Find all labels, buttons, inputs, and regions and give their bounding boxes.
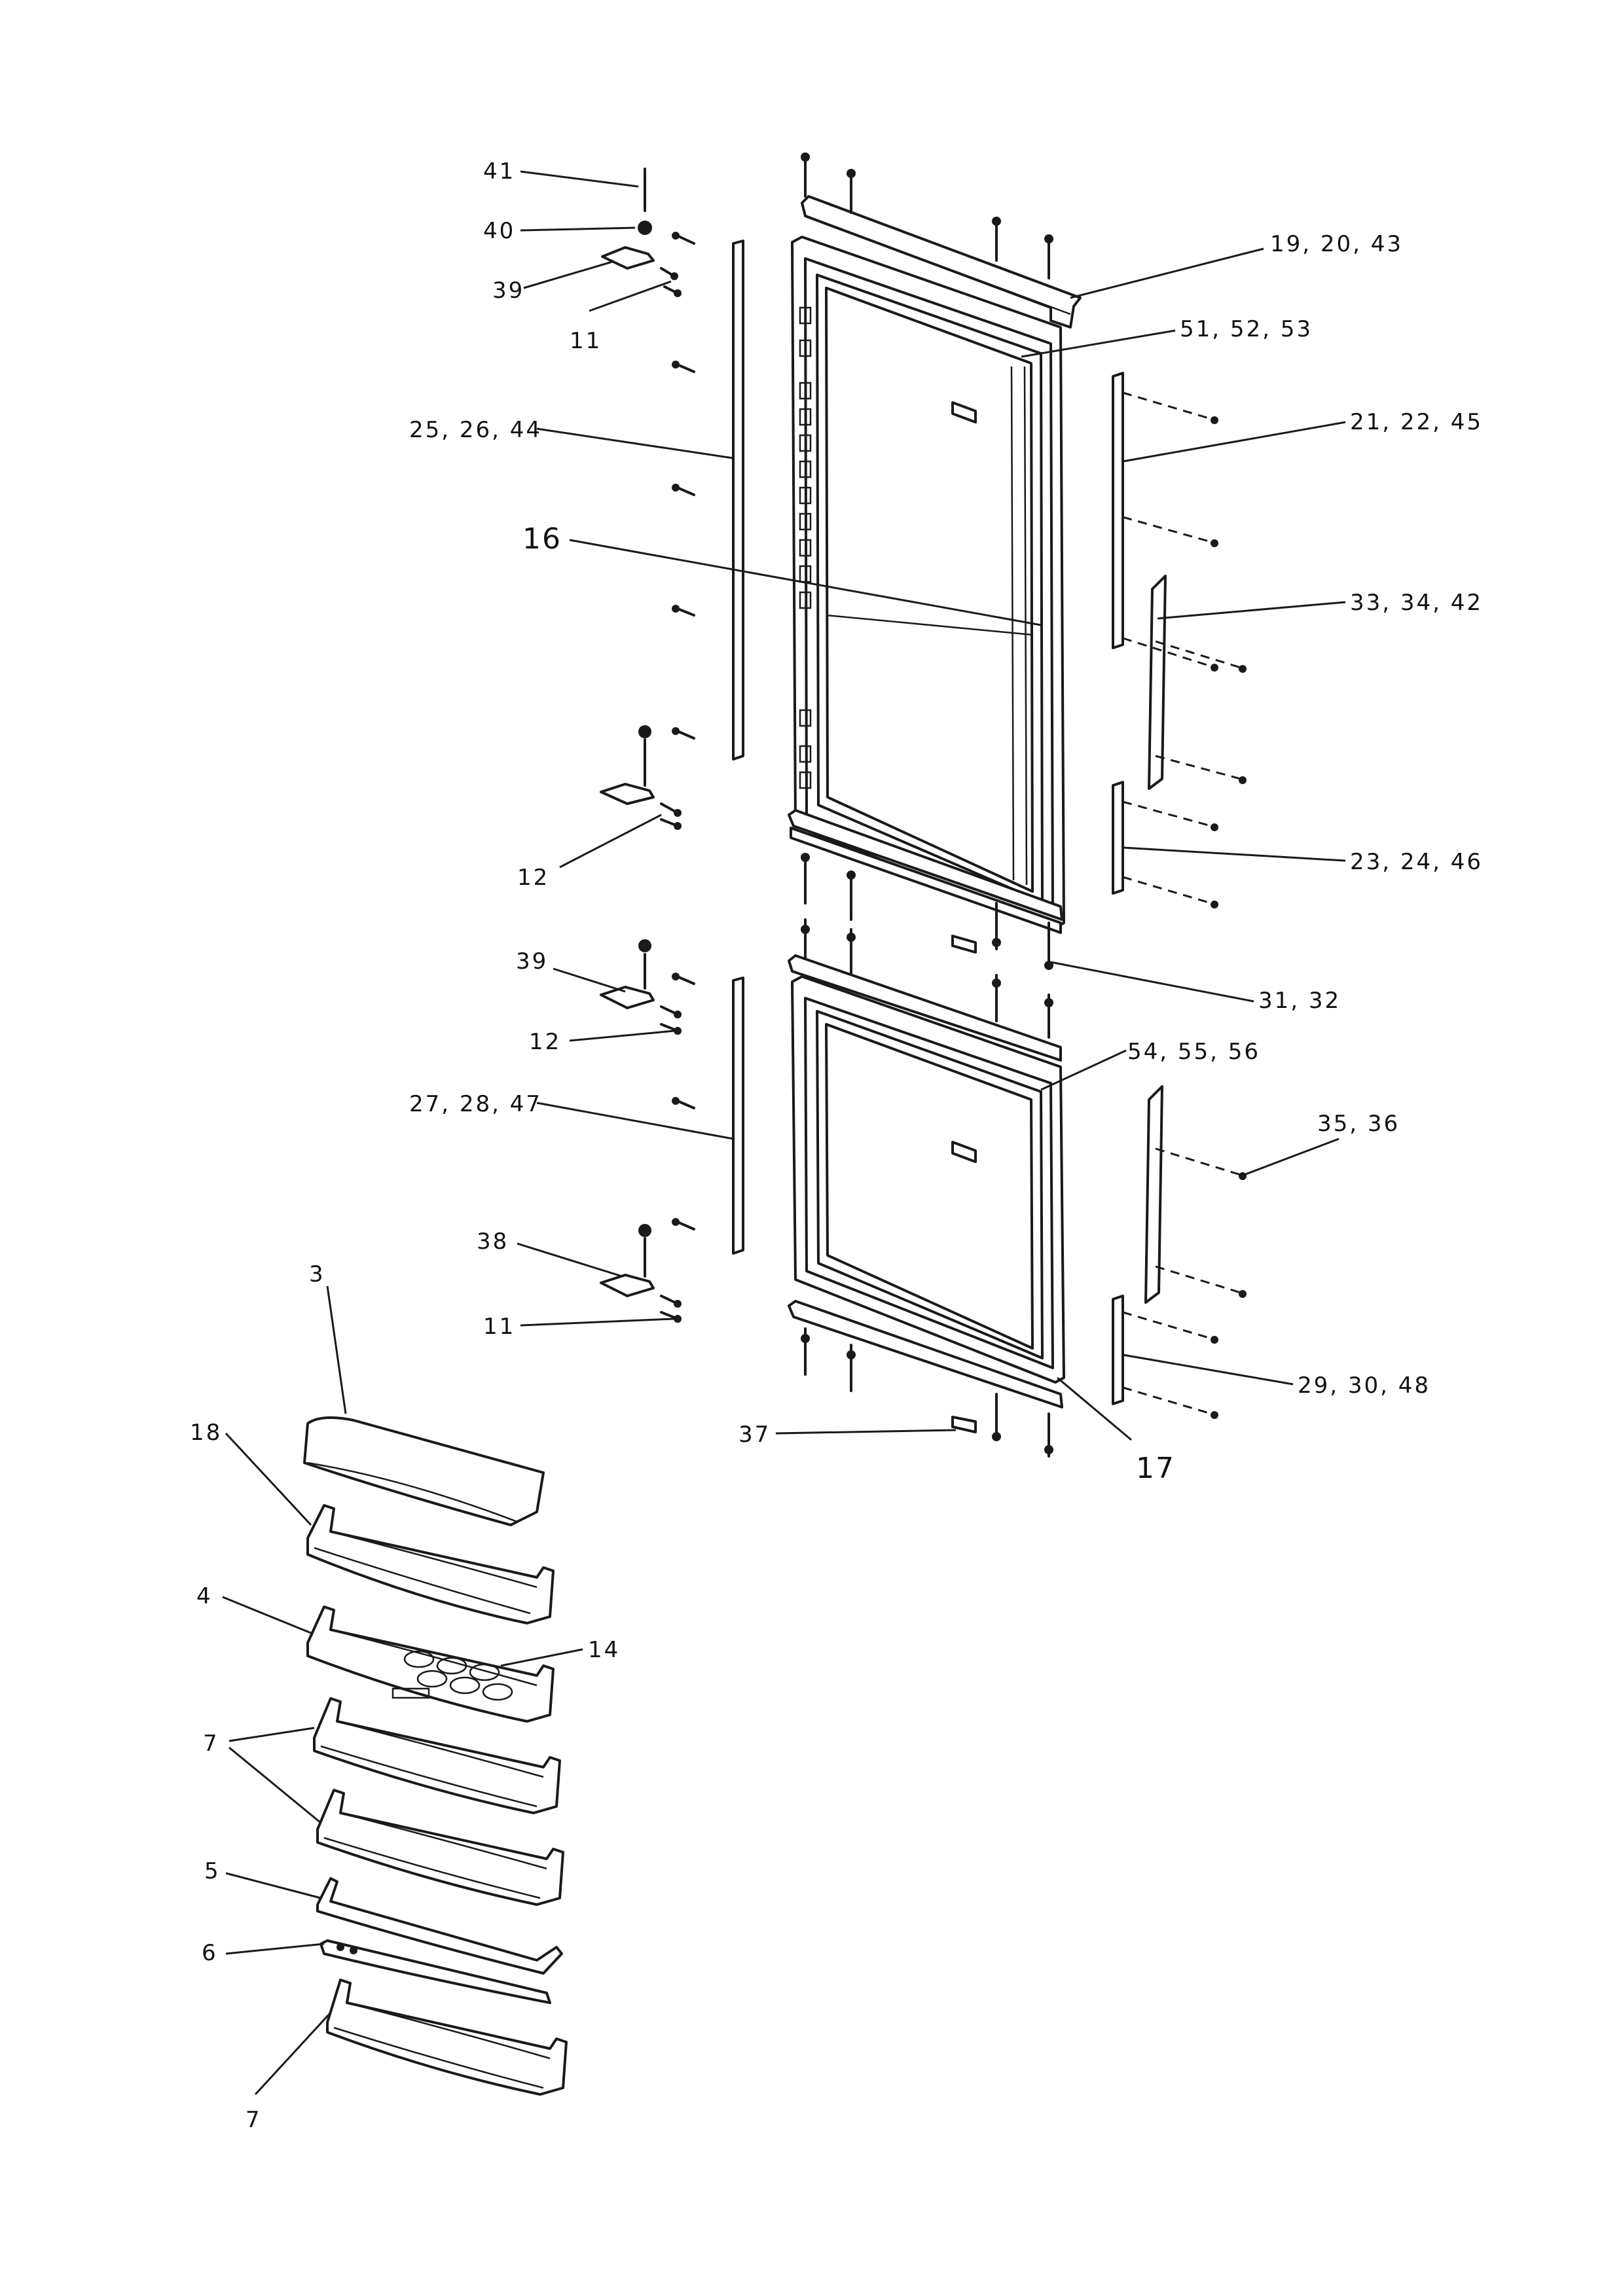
middle-screws (801, 853, 1053, 1039)
callout-41: 41 (483, 158, 515, 185)
left-strip-upper (672, 232, 744, 761)
leader-lines (222, 170, 1346, 2096)
callout-37: 37 (739, 1422, 771, 1448)
middle-hinge-assembly (600, 725, 682, 830)
callout-12-lower: 12 (529, 1029, 561, 1055)
callout-38: 38 (477, 1229, 509, 1255)
callout-12-upper: 12 (517, 865, 549, 891)
shelf-18 (306, 1504, 555, 1624)
callout-14: 14 (588, 1637, 620, 1663)
callout-18: 18 (190, 1420, 222, 1446)
callout-40: 40 (483, 218, 515, 244)
callout-5: 5 (204, 1858, 221, 1884)
callout-27-28-47: 27, 28, 47 (409, 1091, 542, 1117)
callout-labels: 41 40 39 11 19, 20, 43 51, 52, 53 25, 26… (190, 158, 1483, 2133)
callout-29-30-48: 29, 30, 48 (1298, 1372, 1431, 1399)
callout-17: 17 (1136, 1452, 1175, 1485)
callout-19-20-43: 19, 20, 43 (1270, 231, 1403, 257)
right-strip-lower (1112, 1295, 1218, 1419)
callout-4: 4 (196, 1583, 213, 1609)
upper-top-screws (801, 152, 1053, 279)
callout-39-upper: 39 (492, 278, 524, 304)
callout-51-52-53: 51, 52, 53 (1180, 316, 1313, 342)
right-handle-lower (1144, 1085, 1247, 1304)
callout-16: 16 (522, 522, 562, 556)
lower-door (788, 954, 1065, 1408)
callout-7-upper: 7 (203, 1731, 219, 1757)
right-handle-upper (1122, 575, 1247, 790)
upper-door (788, 195, 1082, 934)
callout-21-22-45: 21, 22, 45 (1350, 409, 1483, 435)
shelf-5-bar (316, 1877, 563, 1975)
callout-3: 3 (309, 1261, 325, 1287)
callout-31-32: 31, 32 (1258, 988, 1341, 1014)
callout-6: 6 (202, 1940, 218, 1966)
callout-54-55-56: 54, 55, 56 (1127, 1039, 1260, 1065)
shelf-6-bar (319, 1939, 551, 2004)
left-strip-lower (672, 973, 744, 1255)
callout-7-lower: 7 (246, 2107, 262, 2133)
callout-35-36: 35, 36 (1317, 1111, 1400, 1137)
lower-bottom-screws (801, 1327, 1053, 1458)
shelf-7-middle (316, 1789, 564, 1906)
shelf-7-lower (326, 1979, 568, 2096)
callout-11-upper: 11 (570, 328, 602, 354)
shelf-7-upper (313, 1697, 561, 1814)
shelf-3-cover (303, 1416, 545, 1526)
callout-25-26-44: 25, 26, 44 (409, 417, 542, 443)
right-strip-middle (1112, 781, 1218, 908)
shelf-4-egg-tray (306, 1605, 555, 1723)
callout-33-34-42: 33, 34, 42 (1350, 590, 1483, 616)
shelf-slots (799, 306, 812, 789)
callout-23-24-46: 23, 24, 46 (1350, 849, 1483, 875)
upper-hinge-assembly (601, 168, 682, 297)
right-strip-upper (1112, 372, 1218, 649)
callout-11-lower: 11 (483, 1314, 515, 1340)
callout-39-lower: 39 (516, 948, 548, 975)
lower-hinge-top (600, 939, 682, 1035)
